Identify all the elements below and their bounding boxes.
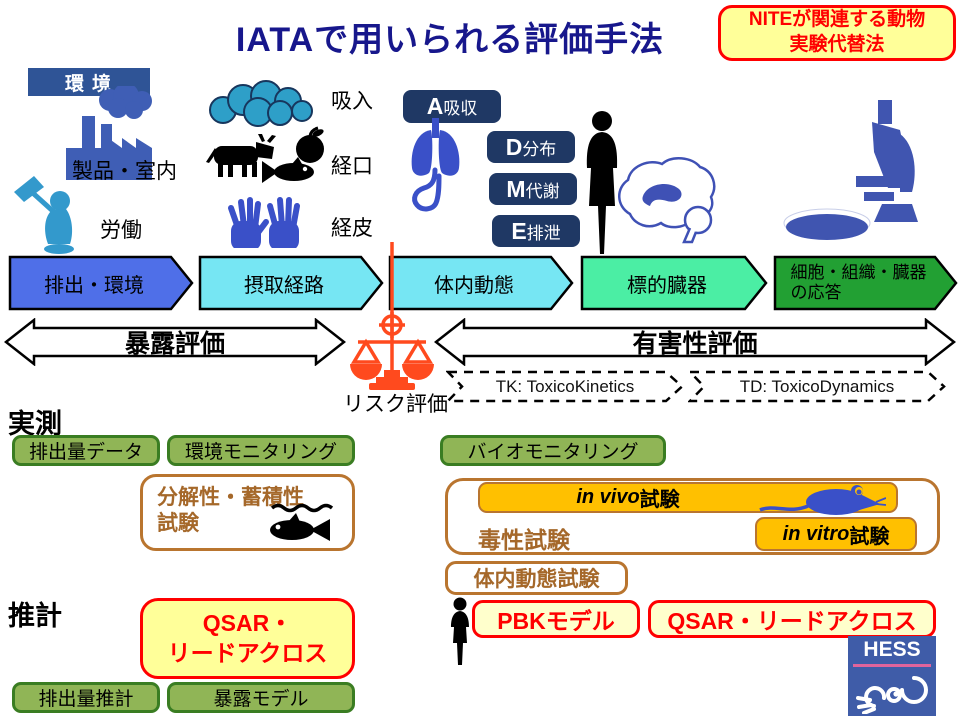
td-label: TD: ToxicoDynamics — [739, 376, 895, 396]
in-vivo-box: in vivo 試験 — [478, 482, 898, 515]
cow-icon — [206, 134, 276, 177]
td-chevron: TD: ToxicoDynamics — [687, 370, 946, 403]
tk-label: TK: ToxicoKinetics — [495, 376, 635, 396]
flow-arrow-cell-response: 細胞・組織・臓器 の応答 — [773, 255, 958, 311]
small-person-icon — [451, 597, 469, 665]
estimated-header: 推計 — [8, 601, 62, 631]
flow-arrow-toxicokinetics: 体内動態 — [388, 255, 574, 311]
hazard-assessment-label: 有害性評価 — [632, 330, 758, 358]
degradation-test-label: 分解性・蓄積性 試験 — [157, 486, 304, 536]
human-silhouette-icon — [586, 111, 618, 254]
worker-icon — [14, 176, 74, 254]
product-indoor-label: 製品・室内 — [72, 160, 177, 183]
flow-arrow-label: 摂取経路 — [244, 274, 324, 297]
adme-word: 代謝 — [525, 181, 560, 201]
labor-label: 労働 — [100, 219, 142, 242]
flow-arrow-intake: 摂取経路 — [198, 255, 384, 311]
exposure-assessment-arrow: 暴露評価 — [3, 317, 347, 367]
flow-arrow-label: 排出・環境 — [44, 274, 144, 297]
flow-arrow-label: 標的臓器 — [627, 274, 707, 297]
oral-label: 経口 — [331, 155, 373, 178]
risk-scale-icon — [350, 242, 434, 390]
dermal-label: 経皮 — [331, 217, 373, 240]
tk-chevron: TK: ToxicoKinetics — [445, 370, 684, 403]
qsar-readacross-box-left: QSAR・ リードアクロス — [140, 598, 355, 679]
adme-letter: E — [511, 217, 527, 244]
page-title: IATAで用いられる評価手法 — [235, 21, 665, 59]
inhalation-label: 吸入 — [331, 90, 373, 113]
emission-data-box: 排出量データ — [12, 435, 160, 466]
flow-arrow-target-organ: 標的臓器 — [580, 255, 768, 311]
in-vivo-label-italic: in vivo — [576, 486, 640, 508]
flow-arrow-emission: 排出・環境 — [8, 255, 194, 311]
degradation-test-box: 分解性・蓄積性 試験 — [140, 474, 355, 551]
in-vitro-label-italic: in vitro — [782, 522, 850, 545]
fish-icon — [262, 157, 314, 183]
risk-assessment-label: リスク評価 — [343, 393, 448, 416]
lungs-stomach-icon — [411, 118, 460, 212]
adme-word: 分布 — [522, 139, 557, 159]
in-vivo-label-rest: 試験 — [639, 489, 680, 511]
nite-badge: NITEが関連する動物 実験代替法 — [718, 5, 956, 61]
emission-estimate-box: 排出量推計 — [12, 682, 160, 713]
toxicokinetics-test-box: 体内動態試験 — [445, 561, 628, 595]
adme-word: 排泄 — [526, 223, 561, 243]
in-vitro-box: in vitro 試験 — [755, 517, 917, 551]
petri-dish-icon — [783, 208, 871, 240]
measured-header: 実測 — [8, 409, 62, 439]
exposure-model-box: 暴露モデル — [167, 682, 355, 713]
hazard-assessment-arrow: 有害性評価 — [433, 317, 957, 367]
apple-icon — [296, 126, 324, 163]
hess-mouse-icon — [856, 676, 928, 714]
adme-letter: A — [426, 93, 444, 119]
adme-letter: M — [506, 175, 526, 202]
env-monitoring-box: 環境モニタリング — [167, 435, 355, 466]
hess-logo-text: HESS — [863, 638, 921, 661]
factory-icon — [66, 86, 152, 180]
vapor-cloud-icon — [209, 80, 313, 127]
environment-label-box: 環境 — [28, 68, 150, 96]
hands-icon — [228, 197, 300, 248]
flow-arrow-label: 体内動態 — [434, 274, 514, 297]
rat-icon — [759, 485, 886, 515]
hess-logo: HESS — [848, 636, 936, 716]
pbk-model-box: PBKモデル — [472, 600, 640, 638]
hess-logo-underline — [853, 664, 931, 667]
flow-arrow-label: 細胞・組織・臓器 の応答 — [790, 263, 927, 302]
in-vitro-label-rest: 試験 — [849, 525, 890, 548]
adme-word: 吸収 — [443, 99, 478, 118]
microscope-icon — [856, 100, 918, 222]
exposure-assessment-label: 暴露評価 — [124, 330, 225, 358]
bio-monitoring-box: バイオモニタリング — [440, 435, 666, 466]
brain-icon — [618, 157, 716, 244]
toxicity-test-label: 毒性試験 — [478, 527, 570, 553]
adme-letter: D — [505, 133, 523, 160]
qsar-readacross-box-right: QSAR・リードアクロス — [648, 600, 936, 638]
fish-water-icon — [270, 503, 334, 541]
